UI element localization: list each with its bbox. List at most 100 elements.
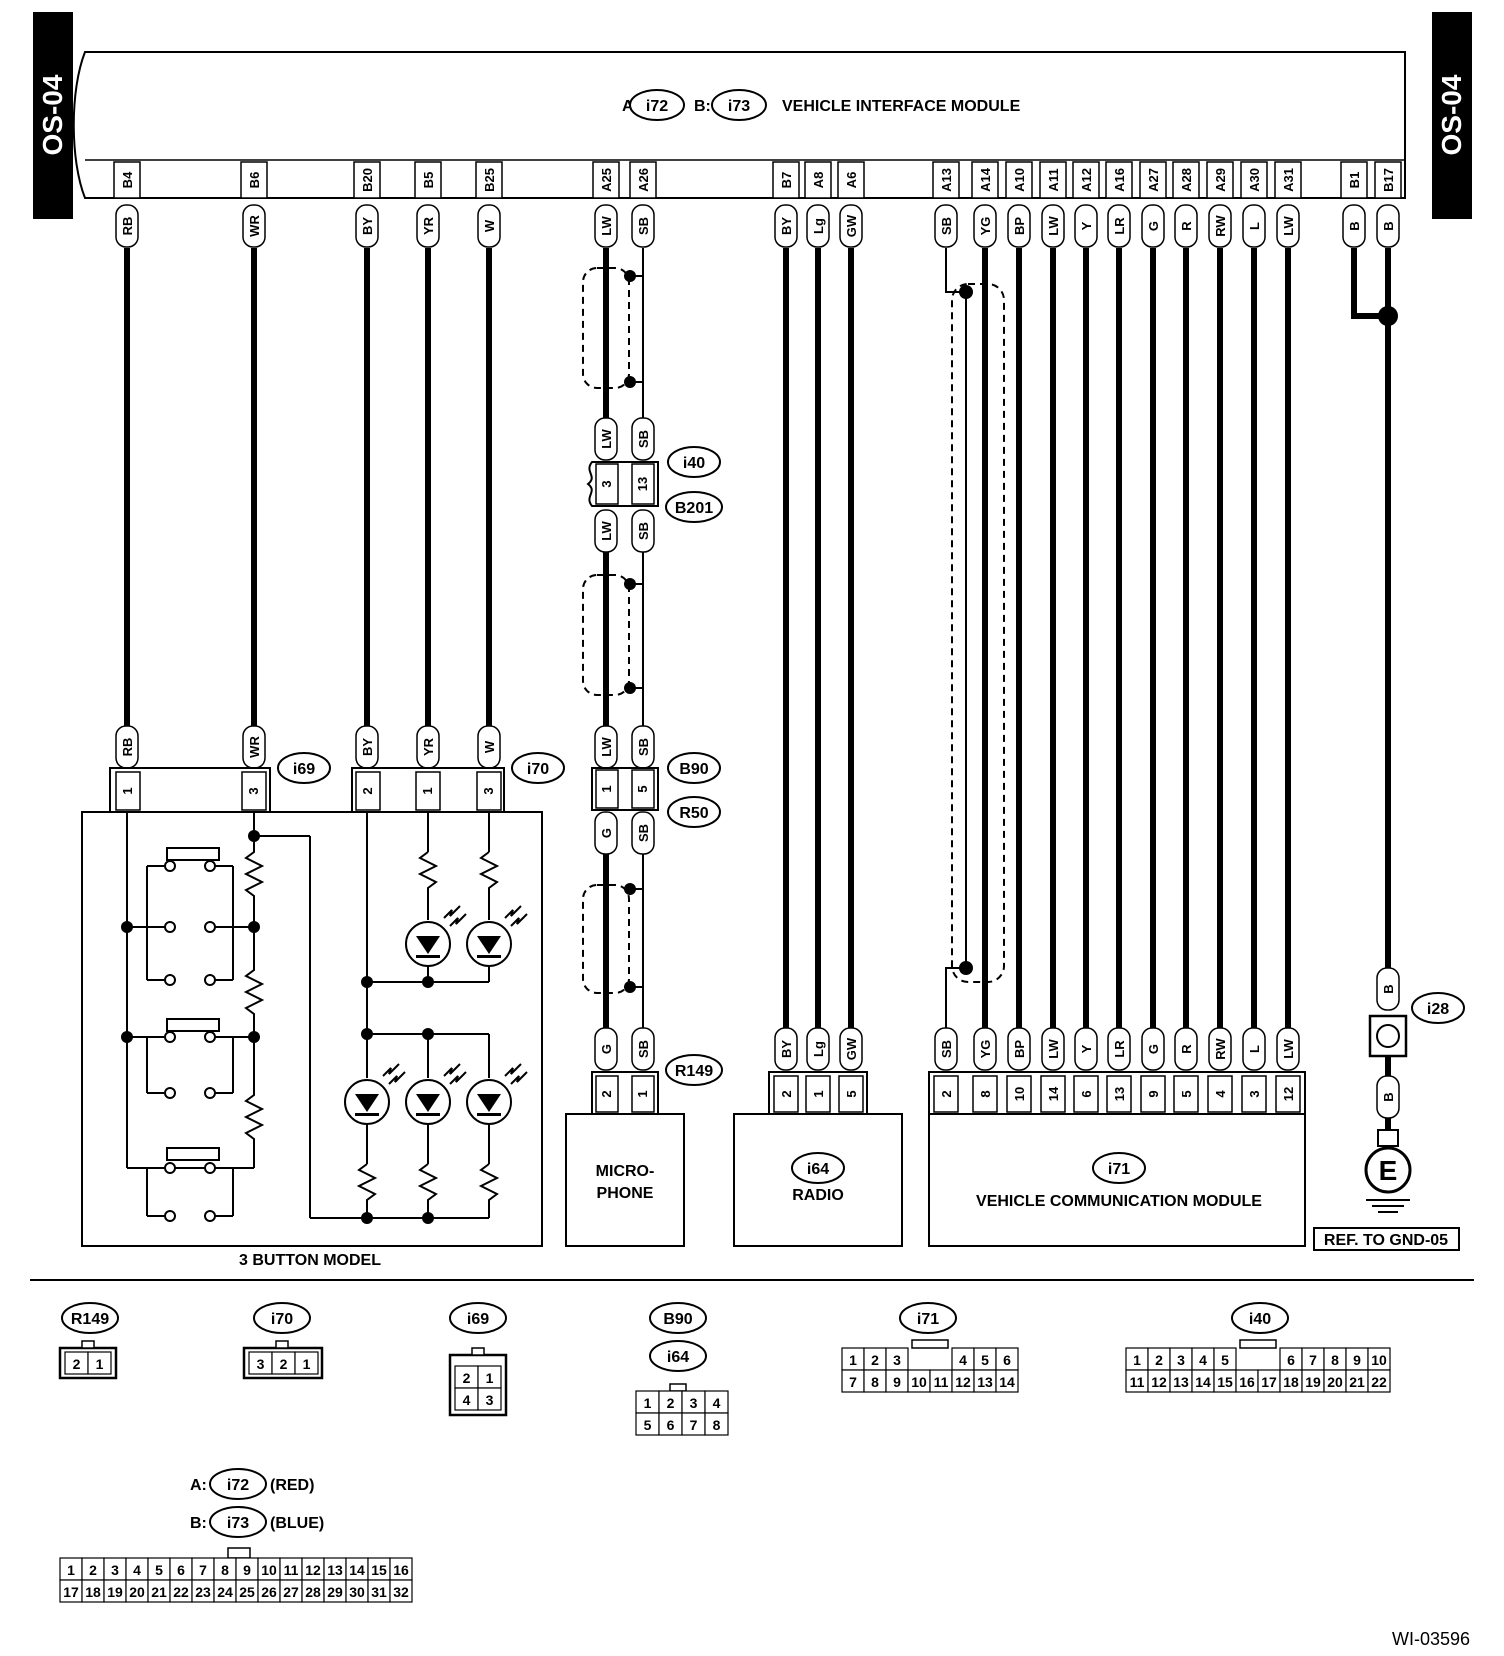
pin-number: 6	[1287, 1352, 1295, 1368]
pin-number: 8	[221, 1562, 229, 1578]
pin-number: 3	[486, 1392, 494, 1408]
vim-pin-label: A14	[978, 167, 993, 192]
pin-number: 2	[1155, 1352, 1163, 1368]
wire-color-label: SB	[939, 1040, 954, 1058]
vim-wire-color: B	[1347, 221, 1362, 230]
pin-number: 5	[644, 1417, 652, 1433]
pin-number: 11	[284, 1562, 299, 1578]
switch-3	[146, 1147, 234, 1222]
vim-pin-label: A29	[1213, 168, 1228, 192]
shield-symbols	[582, 267, 1005, 994]
pin-number: 16	[1239, 1374, 1255, 1390]
wire-color-label: Lg	[811, 1041, 826, 1057]
switch-2	[127, 1018, 254, 1099]
wire-color-label: LW	[599, 429, 614, 449]
vim-pin-label: B25	[482, 168, 497, 192]
pin-number: 3	[1177, 1352, 1185, 1368]
vim-wire-color: LW	[1046, 216, 1061, 236]
pin-number: 10	[261, 1562, 277, 1578]
radio-pin-2: 2	[779, 1090, 794, 1097]
vim-pin-label: A27	[1146, 168, 1161, 192]
legend-r149-label: R149	[71, 1311, 109, 1328]
b90-pin-1: 1	[599, 785, 614, 792]
ground-circuit: E i28 REF. TO GND-05	[1313, 992, 1465, 1251]
pin-number: 4	[463, 1392, 471, 1408]
legend-i73-label: i73	[227, 1515, 249, 1532]
pin-number: 14	[999, 1374, 1015, 1390]
i40-pin-3: 3	[599, 480, 614, 487]
wire-color-label: SB	[636, 738, 651, 756]
pin-number: 21	[1349, 1374, 1365, 1390]
pin-number: 10	[1371, 1352, 1387, 1368]
vim-pin-label: A28	[1179, 168, 1194, 192]
i69-pin-3: 3	[246, 787, 261, 794]
pin-number: 8	[713, 1417, 721, 1433]
ground-conn-label: i28	[1427, 1001, 1449, 1018]
connector-b90-r50: 1 5 B90 R50	[591, 752, 721, 828]
pin-number: 11	[934, 1374, 949, 1390]
pin-number: 16	[393, 1562, 409, 1578]
vim-wire-color: LR	[1112, 217, 1127, 235]
vim-wire-color: LW	[599, 216, 614, 236]
pin-number: 9	[243, 1562, 251, 1578]
led-diodes	[121, 830, 501, 1224]
wire-color-label: RW	[1213, 1038, 1228, 1060]
pin-number: 1	[849, 1352, 857, 1368]
sheet-tag-left: OS-04	[33, 12, 73, 219]
wires	[124, 248, 1391, 1028]
wire-color-label: LW	[599, 737, 614, 757]
i40-label: i40	[683, 455, 705, 472]
wire-color-label: YG	[978, 1040, 993, 1059]
pin-number: 32	[393, 1584, 409, 1600]
pin-number: 20	[129, 1584, 145, 1600]
pin-number: 14	[349, 1562, 365, 1578]
radio-pin-5: 5	[844, 1090, 859, 1097]
vim-wire-color: SB	[636, 217, 651, 235]
wire-color-label: B	[1381, 1092, 1396, 1101]
wire-color-label: SB	[636, 1040, 651, 1058]
sheet-tag-right-text: OS-04	[1436, 74, 1467, 155]
pin-number: 6	[177, 1562, 185, 1578]
b90-pin-5: 5	[635, 785, 650, 792]
vehicle-interface-module: A: i72 B: i73 VEHICLE INTERFACE MODULE	[72, 51, 1406, 199]
vim-wire-color: B	[1381, 221, 1396, 230]
vim-a-conn: i72	[646, 98, 668, 115]
pin-number: 17	[63, 1584, 79, 1600]
vim-wire-color: LW	[1281, 216, 1296, 236]
figure-id: WI-03596	[1392, 1629, 1470, 1649]
vim-b-prefix: B:	[694, 98, 711, 115]
microphone-label-1: MICRO-	[596, 1163, 655, 1180]
pin-number: 11	[1130, 1374, 1145, 1390]
i69-label: i69	[293, 761, 315, 778]
connector-i70: 2 1 3 i70	[351, 752, 565, 813]
legend-i64-label: i64	[667, 1349, 689, 1366]
pin-number: 1	[96, 1356, 104, 1372]
pin-number: 22	[1371, 1374, 1387, 1390]
vim-wire-color: BY	[779, 217, 794, 235]
pin-number: 15	[1217, 1374, 1233, 1390]
pin-number: 1	[67, 1562, 75, 1578]
pin-number: 1	[1133, 1352, 1141, 1368]
vim-pin-label: A6	[844, 172, 859, 189]
microphone-label-2: PHONE	[597, 1185, 654, 1202]
pin-number: 3	[893, 1352, 901, 1368]
ground-symbol-letter: E	[1379, 1155, 1398, 1186]
radio-label: RADIO	[792, 1187, 844, 1204]
r149-label: R149	[675, 1063, 713, 1080]
vim-wire-color: L	[1247, 222, 1262, 230]
pin-number: 30	[349, 1584, 365, 1600]
legend-i73-color: (BLUE)	[270, 1515, 324, 1532]
vim-wire-color: RW	[1213, 215, 1228, 237]
pin-number: 5	[1221, 1352, 1229, 1368]
vim-pin-label: B5	[421, 172, 436, 189]
wire-color-label: YR	[421, 737, 436, 756]
